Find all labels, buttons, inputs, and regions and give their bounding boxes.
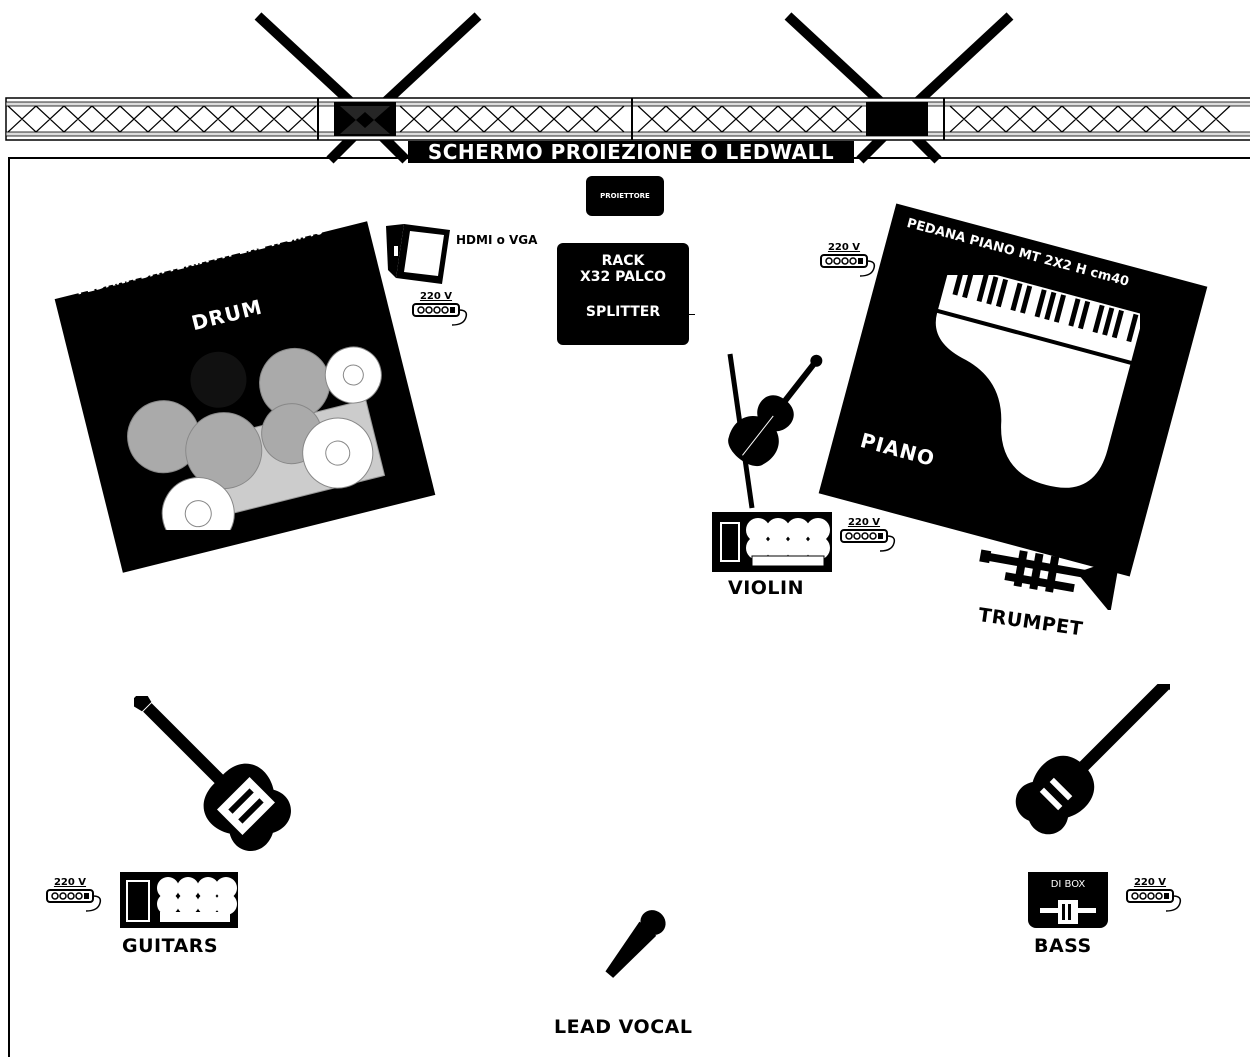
power-strip-drum: 220 V [412,292,468,326]
rack-cable [689,314,695,315]
truss [5,12,1250,164]
power-label: 220 V [1133,877,1167,888]
bass-guitar-icon [1015,684,1170,835]
drum-kit-icon [127,346,386,530]
microphone-icon [605,910,666,978]
bass-label: BASS [1034,935,1092,957]
lead-vocal-label: LEAD VOCAL [554,1016,693,1038]
power-strip-icon [1126,889,1182,912]
electric-guitar-icon [134,696,291,851]
projector: PROIETTORE [586,176,664,216]
di-box-connector-icon [1040,900,1096,924]
rack-line1: RACK [601,253,645,269]
power-strip-guitars: 220 V [46,878,102,912]
violin-label: VIOLIN [728,577,805,599]
power-strip-bass: 220 V [1126,878,1182,912]
projector-label: PROIETTORE [600,192,650,200]
power-strip-icon [820,254,876,277]
guitars-label: GUITARS [122,935,219,957]
power-label: 220 V [847,517,881,528]
di-box-label: DI BOX [1050,879,1086,890]
power-strip-icon [412,303,468,326]
laptop-icon [386,224,450,284]
power-strip-icon [840,529,896,552]
rack-line2: X32 PALCO [579,269,667,285]
power-label: 220 V [827,242,861,253]
power-strip-piano: 220 V [820,243,876,277]
power-strip-icon [46,889,102,912]
power-label: 220 V [419,291,453,302]
piano-icon [935,275,1140,488]
rack-x32: RACK X32 PALCO SPLITTER [557,243,689,345]
screen-banner [408,141,854,163]
screen-label: SCHERMO PROIEZIONE O LEDWALL [427,140,835,164]
power-label: 220 V [53,877,87,888]
power-strip-violin: 220 V [840,518,896,552]
guitar-amp [120,872,238,928]
violin-amp [712,512,832,572]
laptop-label: HDMI o VGA [456,233,538,247]
violin-icon [727,353,823,509]
trumpet-icon [979,549,1121,610]
rack-line3: SPLITTER [585,304,661,320]
